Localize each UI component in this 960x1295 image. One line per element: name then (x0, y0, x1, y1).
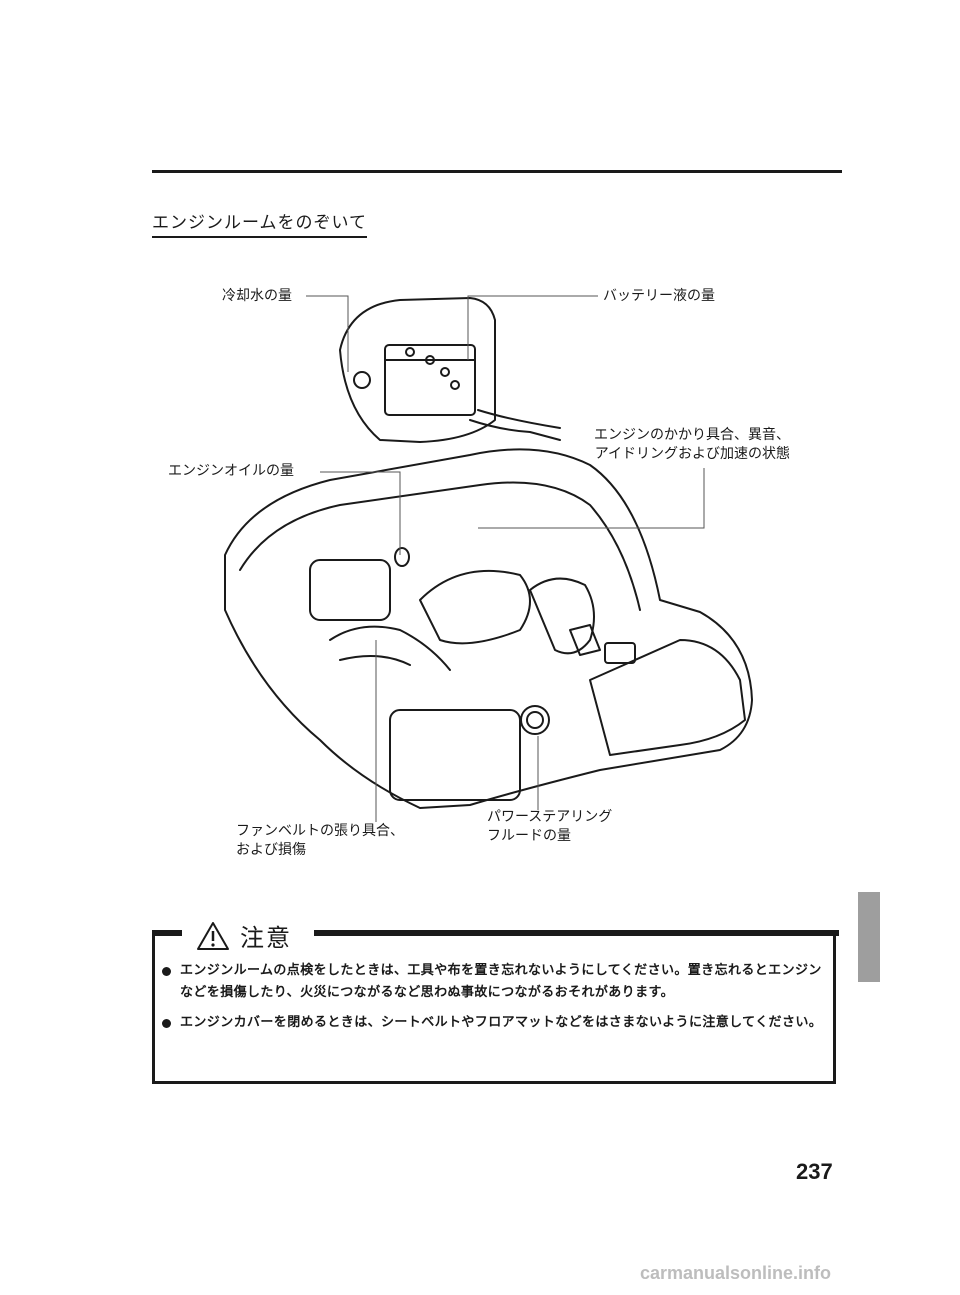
caution-header: 注意 (196, 918, 292, 953)
section-title: エンジンルームをのぞいて (152, 208, 367, 238)
callout-engine-start-line2: アイドリングおよび加速の状態 (594, 446, 790, 462)
battery-cap (405, 347, 415, 357)
upper-cover-panel (339, 297, 496, 443)
sensor-box (604, 642, 636, 664)
battery (384, 344, 476, 416)
caution-item: エンジンルームの点検をしたときは、工具や布を置き忘れないようにしてください。置き… (160, 960, 832, 1004)
page-number: 237 (796, 1159, 833, 1184)
hose (477, 409, 561, 429)
caution-item-text: エンジンカバーを閉めるときは、シートベルトやフロアマットなどをはさまないように注… (180, 1015, 823, 1030)
caution-list: エンジンルームの点検をしたときは、工具や布を置き忘れないようにしてください。置き… (160, 960, 832, 1042)
callout-engine-oil: エンジンオイルの量 (168, 463, 294, 479)
top-rule (152, 170, 842, 173)
callout-engine-start-line1: エンジンのかかり具合、異音、 (594, 427, 790, 443)
air-intake-duct (529, 577, 595, 655)
callout-power-steering-line1: パワーステアリング (487, 809, 613, 825)
section-side-tab (858, 892, 880, 982)
caution-item: エンジンカバーを閉めるときは、シートベルトやフロアマットなどをはさまないように注… (160, 1012, 832, 1034)
fluid-reservoir (389, 709, 521, 801)
leader-line-engine-start (478, 468, 705, 529)
caution-box (152, 932, 836, 1084)
callout-battery: バッテリー液の量 (603, 288, 715, 304)
bullet-icon (162, 967, 171, 976)
callout-fan-belt-line2: および損傷 (236, 842, 306, 858)
battery-cap (425, 355, 435, 365)
coolant-hose (329, 625, 451, 671)
caution-header-bar-right (314, 930, 839, 936)
battery-cap (440, 367, 450, 377)
bullet-icon (162, 1019, 171, 1028)
watermark: carmanualsonline.info (640, 1263, 832, 1283)
coolant-hose (339, 655, 411, 666)
right-compartment (589, 639, 746, 756)
callout-coolant: 冷却水の量 (222, 288, 292, 304)
warning-triangle-icon (197, 921, 229, 950)
hose (469, 419, 561, 441)
power-steering-cap (520, 705, 550, 735)
callout-fan-belt-line1: ファンベルトの張り具合、 (236, 823, 404, 839)
engine-cover-outline (224, 448, 753, 809)
callout-power-steering-line2: フルードの量 (487, 828, 571, 844)
inner-cover (239, 481, 641, 611)
intake-manifold (309, 559, 391, 621)
intake-pipe (419, 569, 531, 645)
battery-cap (450, 380, 460, 390)
caution-title: 注意 (240, 924, 292, 952)
leader-line-battery (467, 295, 598, 360)
coolant-cap (353, 371, 371, 389)
callout-fan-belt: ファンベルトの張り具合、 および損傷 (236, 822, 404, 860)
oil-filler-cap (394, 547, 410, 567)
leader-line-coolant (306, 295, 349, 372)
caution-header-bar-left (152, 930, 182, 936)
callout-engine-start: エンジンのかかり具合、異音、 アイドリングおよび加速の状態 (594, 426, 790, 464)
leader-line-engine-oil (320, 471, 401, 555)
callout-power-steering: パワーステアリング フルードの量 (487, 808, 612, 846)
caution-item-text: エンジンルームの点検をしたときは、工具や布を置き忘れないようにしてください。置き… (180, 963, 822, 1000)
